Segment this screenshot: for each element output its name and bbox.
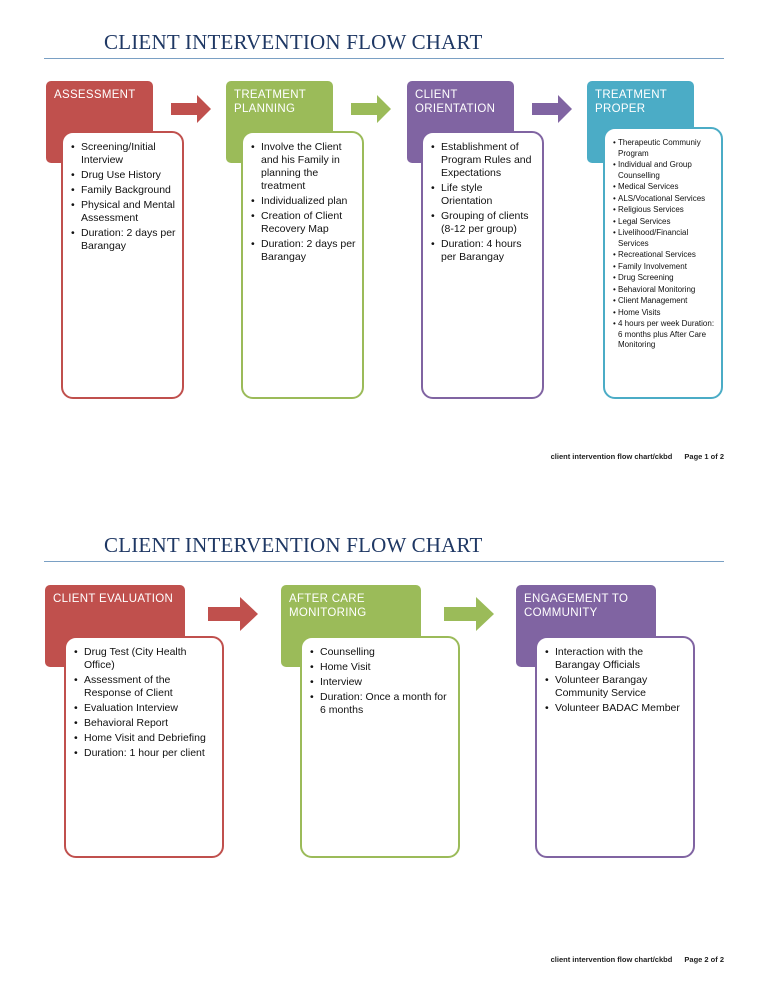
stage-card-client-evaluation: Drug Test (City Health Office) Assessmen… [64,636,224,858]
list-item: Evaluation Interview [74,702,216,715]
flow-arrow-icon [532,95,572,123]
page-footer: client intervention flow chart/ckbd Page… [541,955,724,964]
list-item: Interview [310,676,452,689]
list-item: Behavioral Monitoring [613,285,716,296]
list-item: Home Visit and Debriefing [74,732,216,745]
footer-label: client intervention flow chart/ckbd [550,955,673,964]
list-item: Family Involvement [613,262,716,273]
list-item: ALS/Vocational Services [613,194,716,205]
page-1: CLIENT INTERVENTION FLOW CHART ASSESSMEN… [0,0,768,503]
stage-header-label: CLIENT EVALUATION [53,593,174,605]
page-number: Page 2 of 2 [684,955,724,964]
list-item: Behavioral Report [74,717,216,730]
list-item: Medical Services [613,182,716,193]
list-item: Counselling [310,646,452,659]
page-title: CLIENT INTERVENTION FLOW CHART [104,533,483,557]
stage-card-treatment-planning: Involve the Client and his Family in pla… [241,131,364,399]
footer-label: client intervention flow chart/ckbd [550,452,673,461]
flow-arrow-icon [444,597,494,631]
list-item: Assessment of the Response of Client [74,674,216,700]
list-item: Home Visit [310,661,452,674]
page-footer: client intervention flow chart/ckbd Page… [541,452,724,461]
list-item: Home Visits [613,308,716,319]
list-item: Drug Test (City Health Office) [74,646,216,672]
list-item: Volunteer BADAC Member [545,702,687,715]
list-item: Individual and Group Counselling [613,160,716,181]
stage-header-label: AFTER CARE MONITORING [289,593,367,619]
list-item: 4 hours per week Duration: 6 months plus… [613,319,716,351]
page-number: Page 1 of 2 [684,452,724,461]
title-rule [44,58,724,59]
flow-arrow-icon [171,95,211,123]
stage-card-engagement-to-community: Interaction with the Barangay Officials … [535,636,695,858]
list-item: Grouping of clients (8-12 per group) [431,210,536,236]
list-item: Physical and Mental Assessment [71,199,176,225]
stage-card-client-orientation: Establishment of Program Rules and Expec… [421,131,544,399]
list-item: Volunteer Barangay Community Service [545,674,687,700]
list-item: Family Background [71,184,176,197]
title-rule [44,561,724,562]
stage-header-label: TREATMENT PLANNING [234,89,306,115]
flow-arrow-icon [351,95,391,123]
list-item: Drug Screening [613,273,716,284]
list-item: Duration: 1 hour per client [74,747,216,760]
list-item: Duration: 4 hours per Barangay [431,238,536,264]
list-item: Establishment of Program Rules and Expec… [431,141,536,180]
list-item: Drug Use History [71,169,176,182]
list-item: Duration: 2 days per Barangay [71,227,176,253]
stage-header-label: ASSESSMENT [54,89,136,101]
list-item: Religious Services [613,205,716,216]
list-item: Creation of Client Recovery Map [251,210,356,236]
page-2: CLIENT INTERVENTION FLOW CHART CLIENT EV… [0,503,768,1006]
stage-card-assessment: Screening/Initial Interview Drug Use His… [61,131,184,399]
list-item: Duration: 2 days per Barangay [251,238,356,264]
list-item: Livelihood/Financial Services [613,228,716,249]
stage-header-label: ENGAGEMENT TO COMMUNITY [524,593,629,619]
list-item: Involve the Client and his Family in pla… [251,141,356,193]
stage-header-label: CLIENT ORIENTATION [415,89,496,115]
flow-arrow-icon [208,597,258,631]
list-item: Interaction with the Barangay Officials [545,646,687,672]
list-item: Screening/Initial Interview [71,141,176,167]
list-item: Client Management [613,296,716,307]
stage-card-after-care-monitoring: Counselling Home Visit Interview Duratio… [300,636,460,858]
list-item: Legal Services [613,217,716,228]
list-item: Life style Orientation [431,182,536,208]
stage-card-treatment-proper: Therapeutic Communiy Program Individual … [603,127,723,399]
list-item: Therapeutic Communiy Program [613,138,716,159]
page-title: CLIENT INTERVENTION FLOW CHART [104,30,483,54]
list-item: Individualized plan [251,195,356,208]
stage-header-label: TREATMENT PROPER [595,89,667,115]
list-item: Recreational Services [613,250,716,261]
list-item: Duration: Once a month for 6 months [310,691,452,717]
